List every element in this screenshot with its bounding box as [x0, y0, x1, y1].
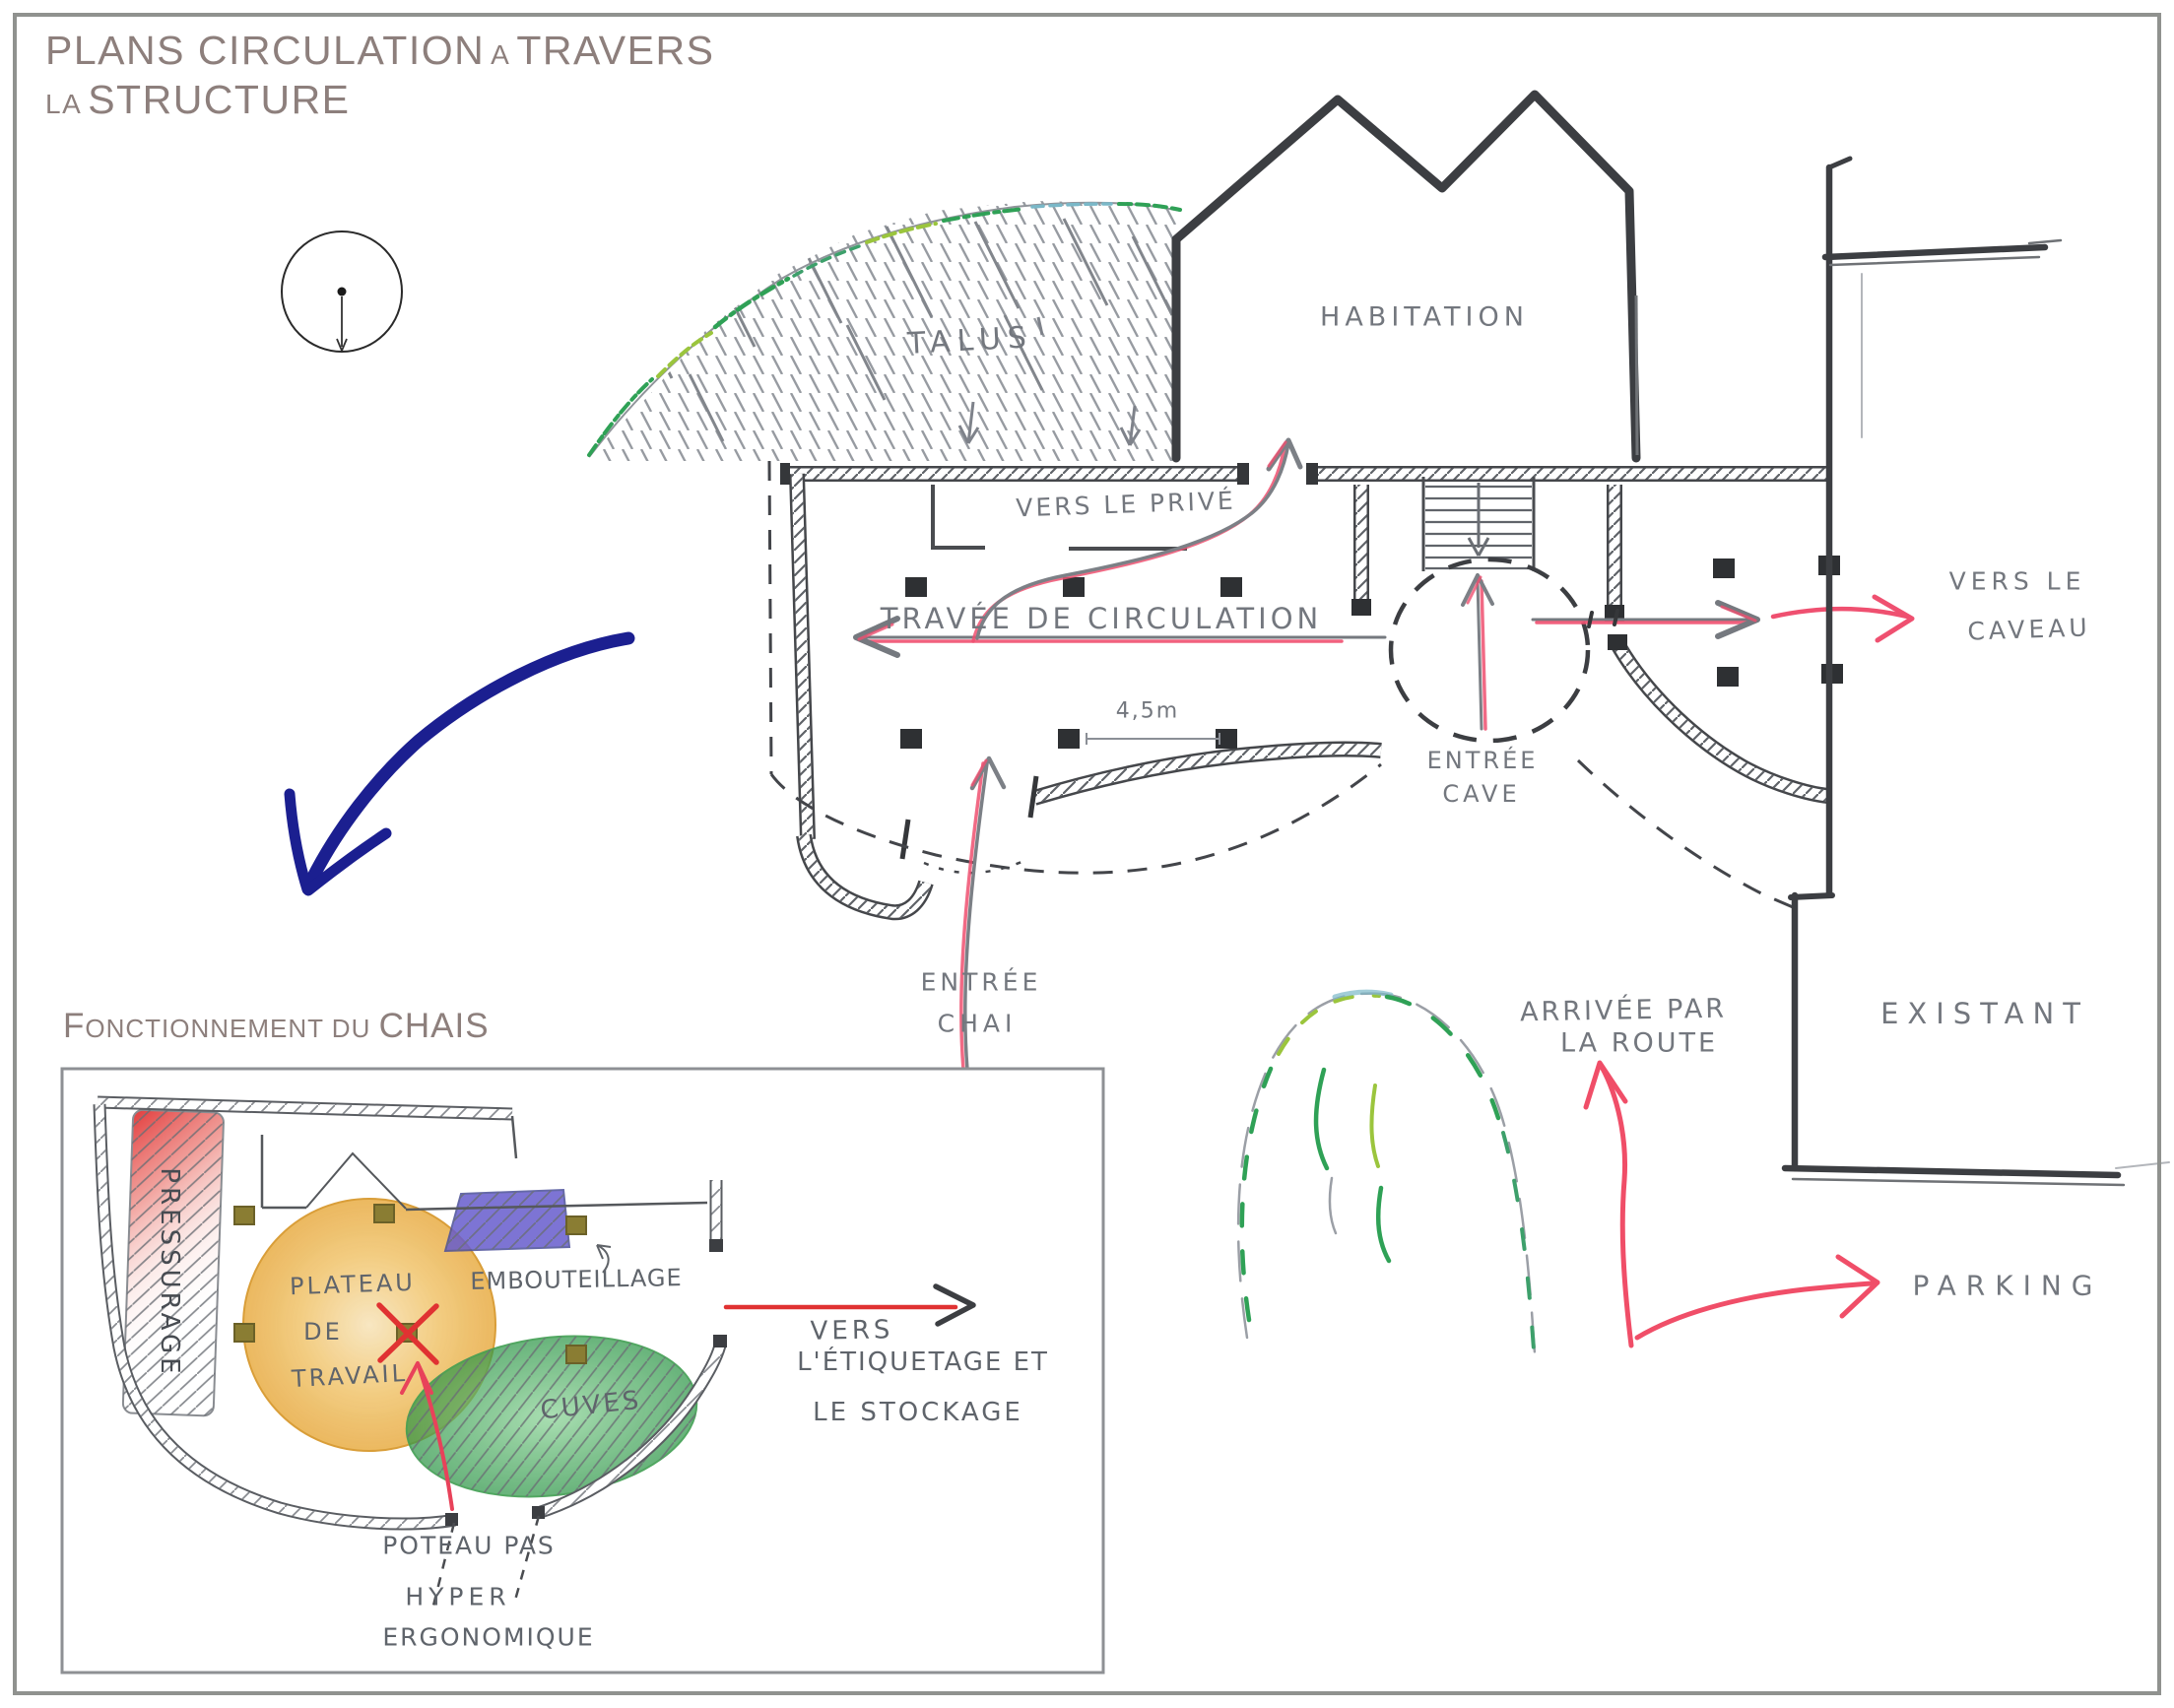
entree-cave-label-1: ENTRÉE [1426, 747, 1539, 774]
poteau-label-2: HYPER [405, 1582, 511, 1611]
entree-chai-arrow [959, 755, 1007, 1072]
embouteillage-label: EMBOUTEILLAGE [470, 1264, 683, 1295]
plateau-label-1: PLATEAU [289, 1268, 417, 1301]
poteau-label-1: POTEAU PAS [382, 1531, 556, 1560]
talus-vegetation-scribble [587, 202, 1182, 457]
arrivee-label-2: LA ROUTE [1559, 1027, 1719, 1059]
pressurage-zone [121, 1108, 225, 1417]
poteau-arrow [400, 1361, 454, 1511]
inset-entrance-dashes [429, 1515, 541, 1614]
etiquetage-arrow [723, 1283, 976, 1327]
page-title-line1: PLANS CIRCULATION A TRAVERS [45, 28, 715, 73]
chai-walls [780, 463, 1830, 912]
plateau-label-2: DE [303, 1318, 343, 1346]
habitation-label: HABITATION [1320, 301, 1529, 333]
etiquetage-label-1: VERS [810, 1315, 894, 1347]
poteau-label-3: ERGONOMIQUE [382, 1622, 595, 1652]
arrivee-route-arrow [1583, 1060, 1634, 1348]
entree-chai-label-1: ENTRÉE [920, 967, 1042, 997]
inset-interior-walls [260, 1115, 708, 1212]
vineyard-scribble [1236, 989, 1537, 1355]
pressurage-label: PRESSURAGE [155, 1167, 184, 1378]
parking-label: PARKING [1912, 1269, 2103, 1302]
talus-region [587, 201, 1182, 461]
entree-chai-label-2: CHAI [937, 1009, 1018, 1038]
inset-columns [233, 1204, 587, 1364]
page-title: PLANS CIRCULATION A TRAVERS LA STRUCTURE [45, 26, 714, 124]
blue-flow-arrow [284, 631, 635, 896]
entree-cave-label-2: CAVE [1442, 780, 1521, 808]
inset-title: FONCTIONNEMENT DU CHAIS [63, 1007, 490, 1045]
vers-caveau-label-2: CAVEAU [1966, 613, 2092, 646]
vers-caveau-label-1: VERS LE [1948, 566, 2086, 596]
entree-cave-dashed-circle [1388, 557, 1591, 744]
habitation-outline [1171, 90, 1641, 463]
entree-cave-arrow [1461, 573, 1494, 731]
dimension-label: 4,5m [1115, 698, 1180, 724]
stairs [1421, 477, 1536, 571]
slope-direction-arrows [957, 316, 1142, 446]
stairs-down-arrow-icon [1467, 483, 1490, 557]
existant-walls [1781, 156, 2170, 1187]
embouteillage-zone [443, 1188, 612, 1274]
page-title-line2: LA STRUCTURE [45, 77, 351, 123]
columns-grid [900, 556, 1843, 749]
dimension-line [1086, 733, 1220, 745]
etiquetage-label-2: L'ÉTIQUETAGE ET [797, 1347, 1049, 1377]
inset-plan [60, 1067, 1105, 1675]
poteau-x-mark [376, 1302, 439, 1365]
parking-arrow [1634, 1254, 1880, 1341]
vers-prive-arrow [971, 437, 1303, 643]
travee-circulation-arrow [853, 594, 1915, 658]
compass-icon [281, 230, 403, 353]
existant-label: EXISTANT [1880, 997, 2089, 1030]
travee-label: TRAVÉE DE CIRCULATION [880, 602, 1323, 635]
arrivee-label-1: ARRIVÉE PAR [1519, 993, 1728, 1028]
talus-label: TALUS [906, 320, 1034, 361]
etiquetage-label-3: LE STOCKAGE [813, 1398, 1023, 1427]
